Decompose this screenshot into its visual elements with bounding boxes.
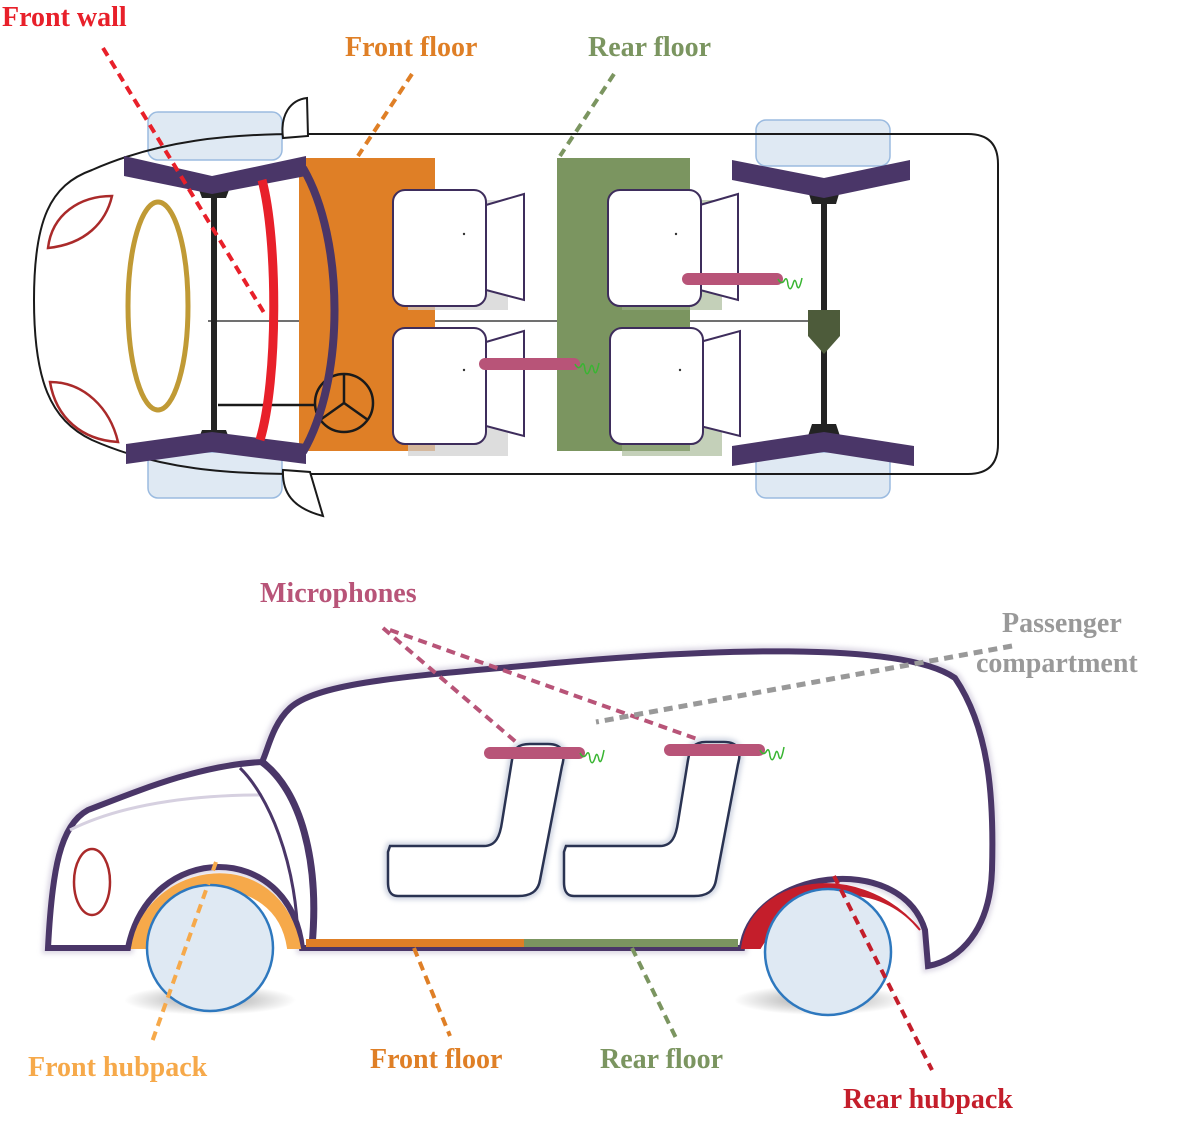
top-view xyxy=(32,46,999,518)
side-headlamp xyxy=(72,847,112,917)
side-front-floor-strip xyxy=(306,939,524,947)
top-headlamp-left xyxy=(46,194,114,250)
seat-front-right xyxy=(392,327,525,445)
microphones-label: Microphones xyxy=(260,578,417,609)
side-rear-wheel xyxy=(763,887,893,1017)
front-floor-bottom-label: Front floor xyxy=(370,1044,503,1075)
front-hubpack-leader xyxy=(150,861,218,1043)
front-wall-label: Front wall xyxy=(2,2,127,33)
side-microphone-front xyxy=(484,747,605,764)
front-hubpack-label: Front hubpack xyxy=(28,1052,208,1083)
side-view xyxy=(41,626,1013,1071)
top-rear-left-wheel xyxy=(755,119,891,167)
top-body-outline xyxy=(32,133,999,475)
passenger-label-line1: Passenger xyxy=(1002,608,1122,639)
seat-rear-right xyxy=(609,327,741,445)
top-microphone-rear xyxy=(682,273,803,290)
rear-hubpack-label: Rear hubpack xyxy=(843,1084,1013,1115)
rear-floor-top-leader xyxy=(558,72,616,158)
grille-ring xyxy=(125,199,191,413)
rear-axle xyxy=(732,160,914,466)
rear-floor-top-label: Rear floor xyxy=(588,32,712,63)
front-floor-bottom-leader xyxy=(412,947,452,1037)
rear-floor-bottom-label: Rear floor xyxy=(600,1044,724,1075)
side-rear-floor-strip xyxy=(524,939,738,947)
right-mirror xyxy=(281,468,325,518)
passenger-leader xyxy=(595,643,1013,725)
side-front-wheel xyxy=(145,883,275,1013)
passenger-label-line2: compartment xyxy=(976,648,1138,679)
rear-hubpack-leader xyxy=(832,875,934,1071)
microphones-leader-rear xyxy=(389,628,701,742)
front-wall-leader xyxy=(101,46,268,318)
top-microphone-front xyxy=(479,358,600,375)
front-floor-top-label: Front floor xyxy=(345,32,478,63)
differential xyxy=(808,310,840,354)
side-microphone-rear xyxy=(664,744,785,761)
seat-front-left xyxy=(392,189,525,307)
top-front-right-wheel xyxy=(147,451,283,499)
front-wall-arc xyxy=(255,178,279,442)
top-headlamp-right xyxy=(48,380,120,444)
firewall-arc xyxy=(299,165,339,455)
rear-floor-bottom-leader xyxy=(630,947,678,1039)
seat-rear-left xyxy=(607,189,739,307)
side-firewall xyxy=(259,759,318,947)
front-floor-top-leader xyxy=(356,72,414,158)
left-mirror xyxy=(281,96,310,140)
